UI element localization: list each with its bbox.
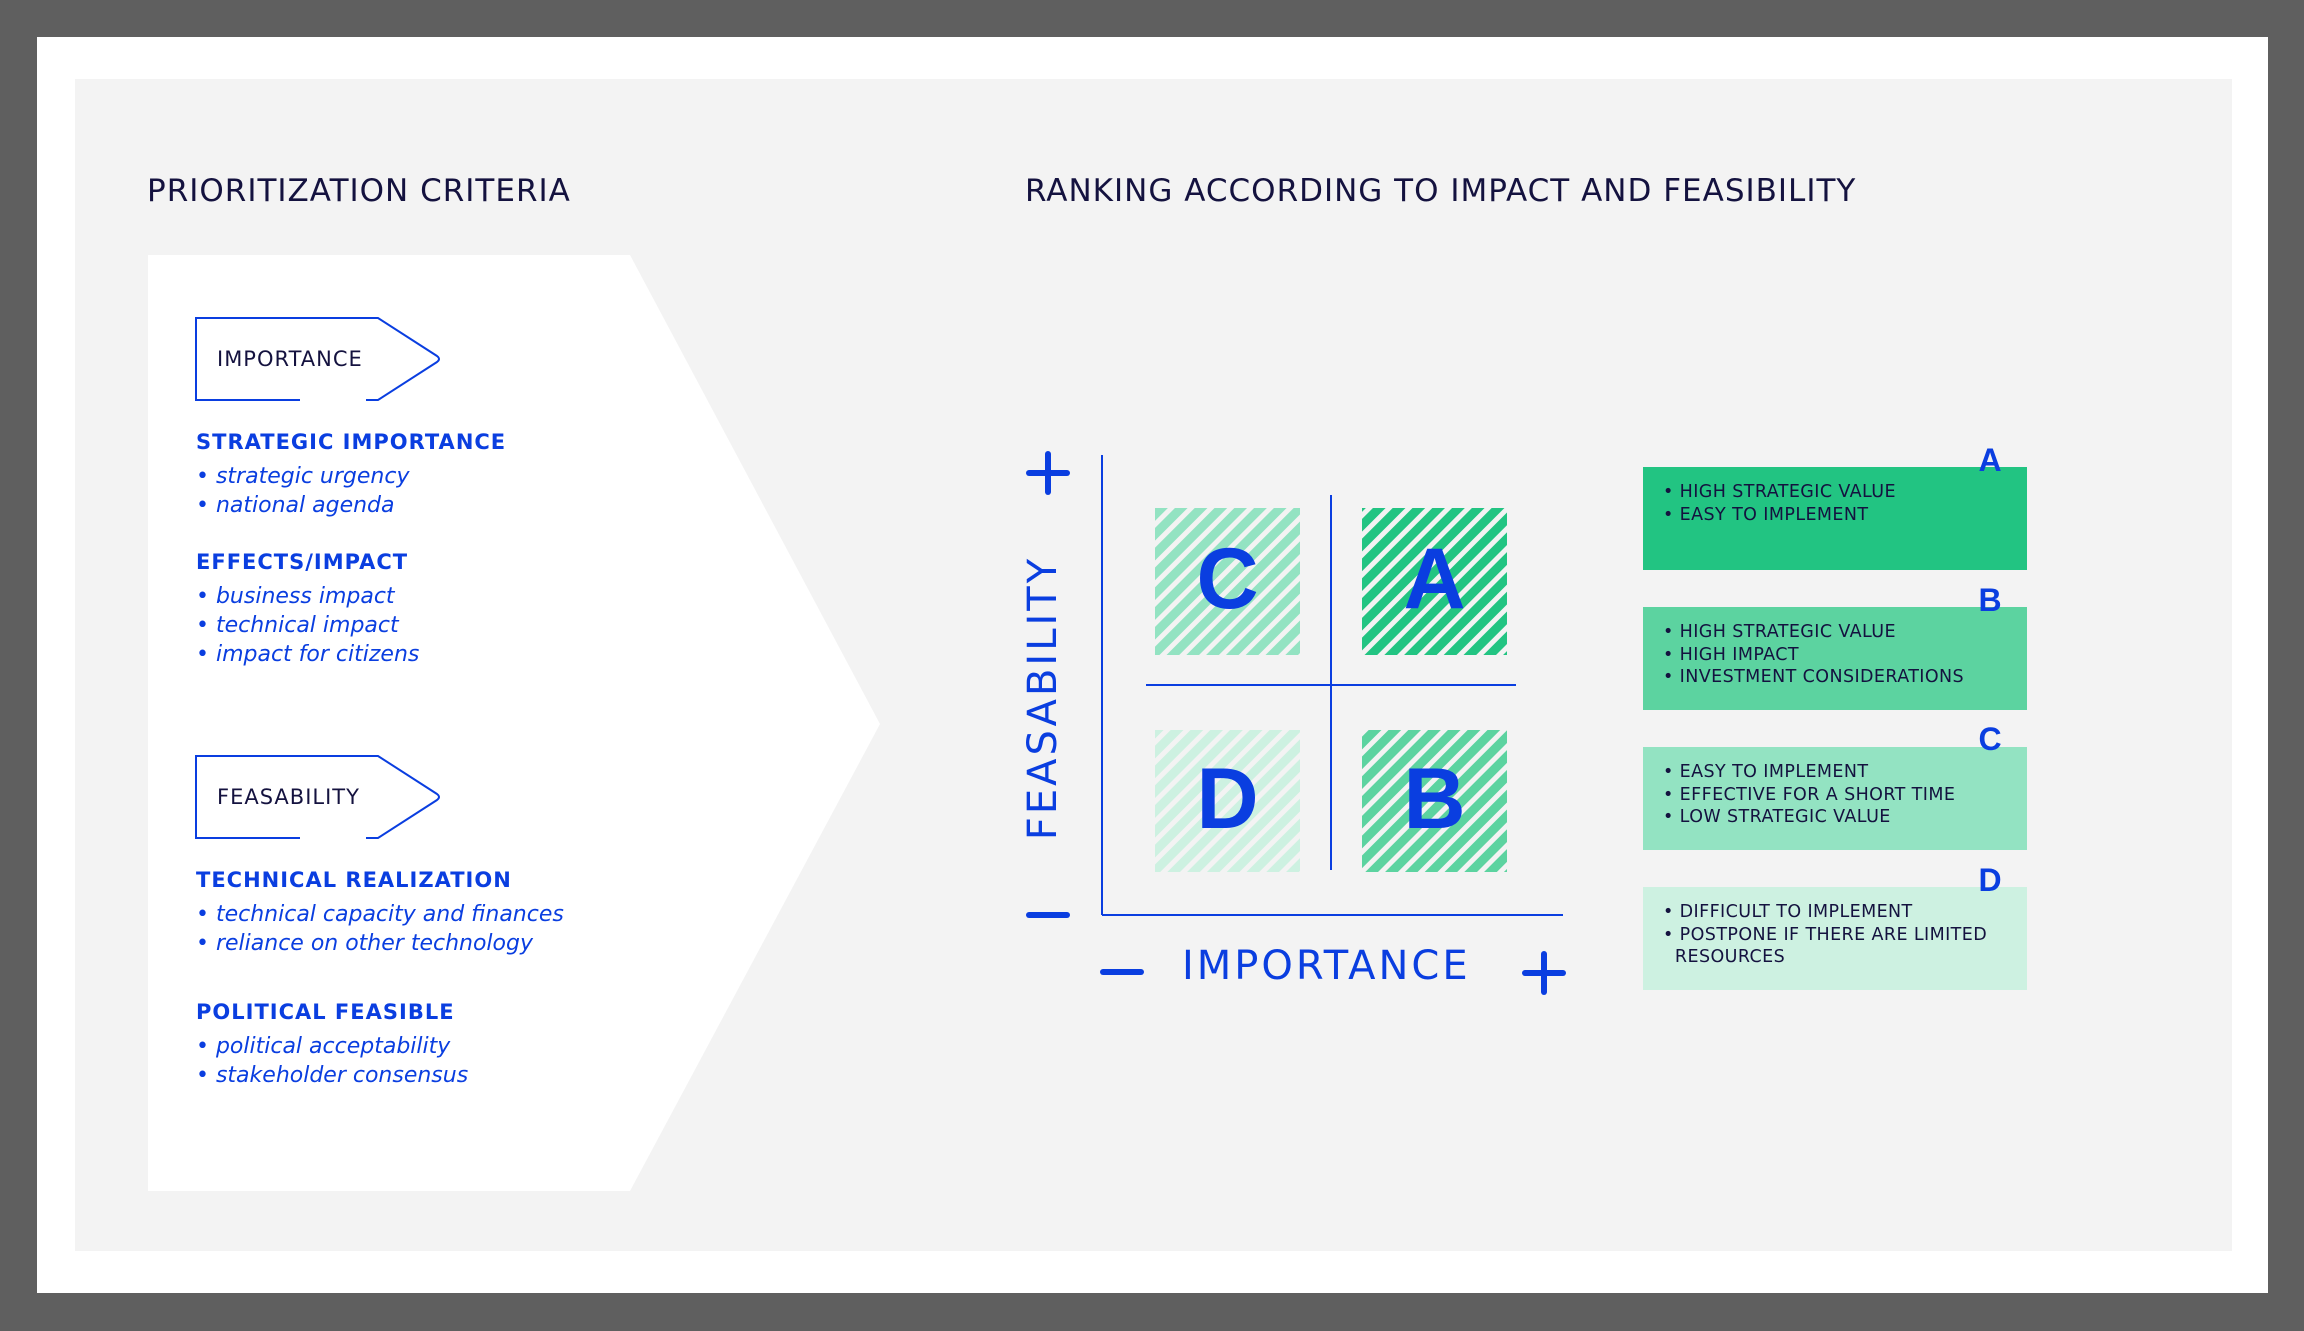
legend-item: • LOW STRATEGIC VALUE [1663,807,1891,827]
bullet-item: • political acceptability [196,1034,451,1059]
legend-item: • EASY TO IMPLEMENT [1663,762,1869,782]
legend-box-b: • HIGH STRATEGIC VALUE • HIGH IMPACT • I… [1643,607,2027,710]
legend-item: RESOURCES [1663,947,1786,967]
ranking-title: RANKING ACCORDING TO IMPACT AND FEASIBIL… [1025,173,1857,209]
bullet-item: • technical impact [196,613,399,638]
section-heading: TECHNICAL REALIZATION [196,868,512,892]
legend-item: • EFFECTIVE FOR A SHORT TIME [1663,784,1956,805]
bullet-item: • stakeholder consensus [196,1063,469,1088]
bullet-list: • technical capacity and finances • reli… [196,900,564,958]
feasability-tag: FEASABILITY [217,785,360,809]
bullet-list: • strategic urgency • national agenda [196,462,409,520]
y-plus-icon [1026,451,1070,495]
importance-tag: IMPORTANCE [217,347,363,371]
quadrant-a-label: A [1403,531,1466,627]
x-axis-label: IMPORTANCE [1182,943,1471,989]
legend-item: • HIGH IMPACT [1663,644,1799,665]
quadrant-b-label: B [1403,751,1466,847]
legend-box-c: • EASY TO IMPLEMENT • EFFECTIVE FOR A SH… [1643,747,2027,850]
quadrant-d-hatch [1155,730,1300,872]
bullet-item: • national agenda [196,493,395,518]
legend-item: • DIFFICULT TO IMPLEMENT [1663,902,1913,922]
criteria-title: PRIORITIZATION CRITERIA [147,173,571,209]
quadrant-b-hatch [1362,730,1507,872]
bullet-item: • strategic urgency [196,464,410,489]
section-heading: STRATEGIC IMPORTANCE [196,430,507,454]
legend-item: • INVESTMENT CONSIDERATIONS [1663,667,1965,687]
legend-letter-c: C [1978,721,2002,757]
section-heading: POLITICAL FEASIBLE [196,1000,455,1024]
bullet-item: • technical capacity and finances [196,902,564,927]
legend-letter-a: A [1978,442,2002,478]
section-heading: EFFECTS/IMPACT [196,550,409,574]
bullet-item: • impact for citizens [196,642,420,667]
legend-letter-b: B [1978,582,2002,618]
quadrant-a-hatch [1362,508,1507,655]
y-axis-label: FEASABILITY [1020,555,1066,841]
bullet-list: • political acceptability • stakeholder … [196,1032,468,1090]
legend-item: • EASY TO IMPLEMENT [1663,504,1869,525]
x-plus-icon [1522,951,1566,995]
legend-box-d: • DIFFICULT TO IMPLEMENT • POSTPONE IF T… [1643,887,2027,990]
quadrant-d-label: D [1196,751,1259,847]
quadrant-c-hatch [1155,508,1300,655]
legend-letter-d: D [1978,862,2002,898]
legend-box-a: • HIGH STRATEGIC VALUE • EASY TO IMPLEME… [1643,467,2027,570]
legend-item: • HIGH STRATEGIC VALUE [1663,482,1896,502]
bullet-list: • business impact • technical impact • i… [196,582,419,669]
quadrant-c-label: C [1196,531,1259,627]
importance-tag-outline [195,317,440,401]
criteria-arrow-shape [148,255,880,1191]
bullet-item: • business impact [196,584,395,609]
legend-item: • HIGH STRATEGIC VALUE [1663,622,1896,642]
feasability-tag-outline [195,755,440,839]
legend-item: • POSTPONE IF THERE ARE LIMITED [1663,924,1988,945]
bullet-item: • reliance on other technology [196,931,533,956]
